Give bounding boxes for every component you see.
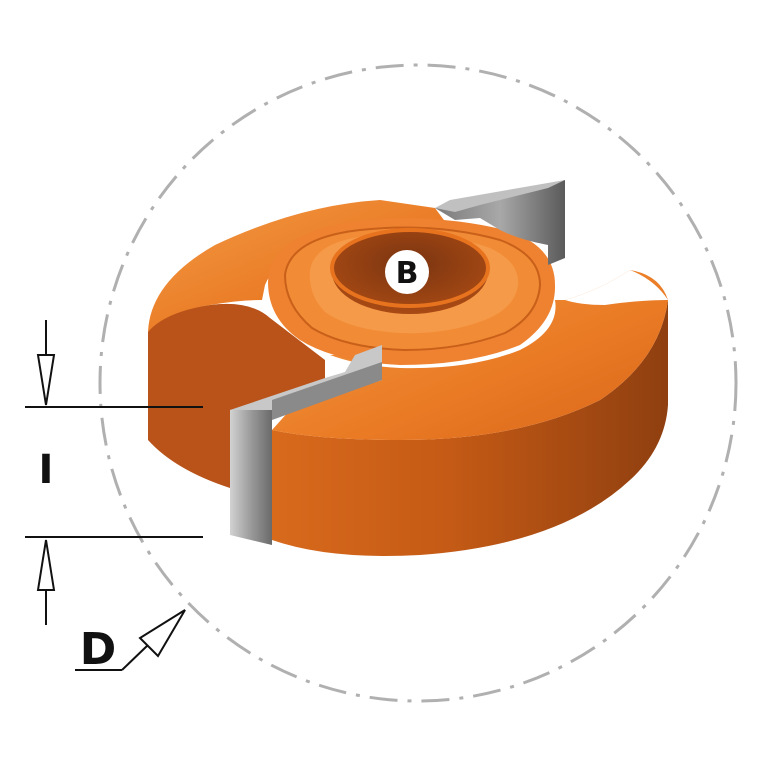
bore-label-circle bbox=[385, 250, 429, 294]
cutting-height-label: I bbox=[39, 447, 54, 493]
left-lobe-side bbox=[148, 303, 325, 488]
diameter-label: D bbox=[80, 624, 117, 675]
cutting-diameter-circle bbox=[98, 63, 738, 703]
cutting-height-dimension bbox=[25, 320, 203, 625]
bore-label: B bbox=[396, 256, 419, 291]
main-body-top bbox=[272, 270, 668, 440]
bore-hole-rim bbox=[330, 228, 490, 308]
main-body-side bbox=[272, 300, 668, 556]
diameter-dimension bbox=[75, 609, 186, 671]
rear-blade bbox=[435, 180, 565, 265]
right-notch bbox=[565, 270, 668, 305]
front-blade bbox=[230, 345, 382, 545]
